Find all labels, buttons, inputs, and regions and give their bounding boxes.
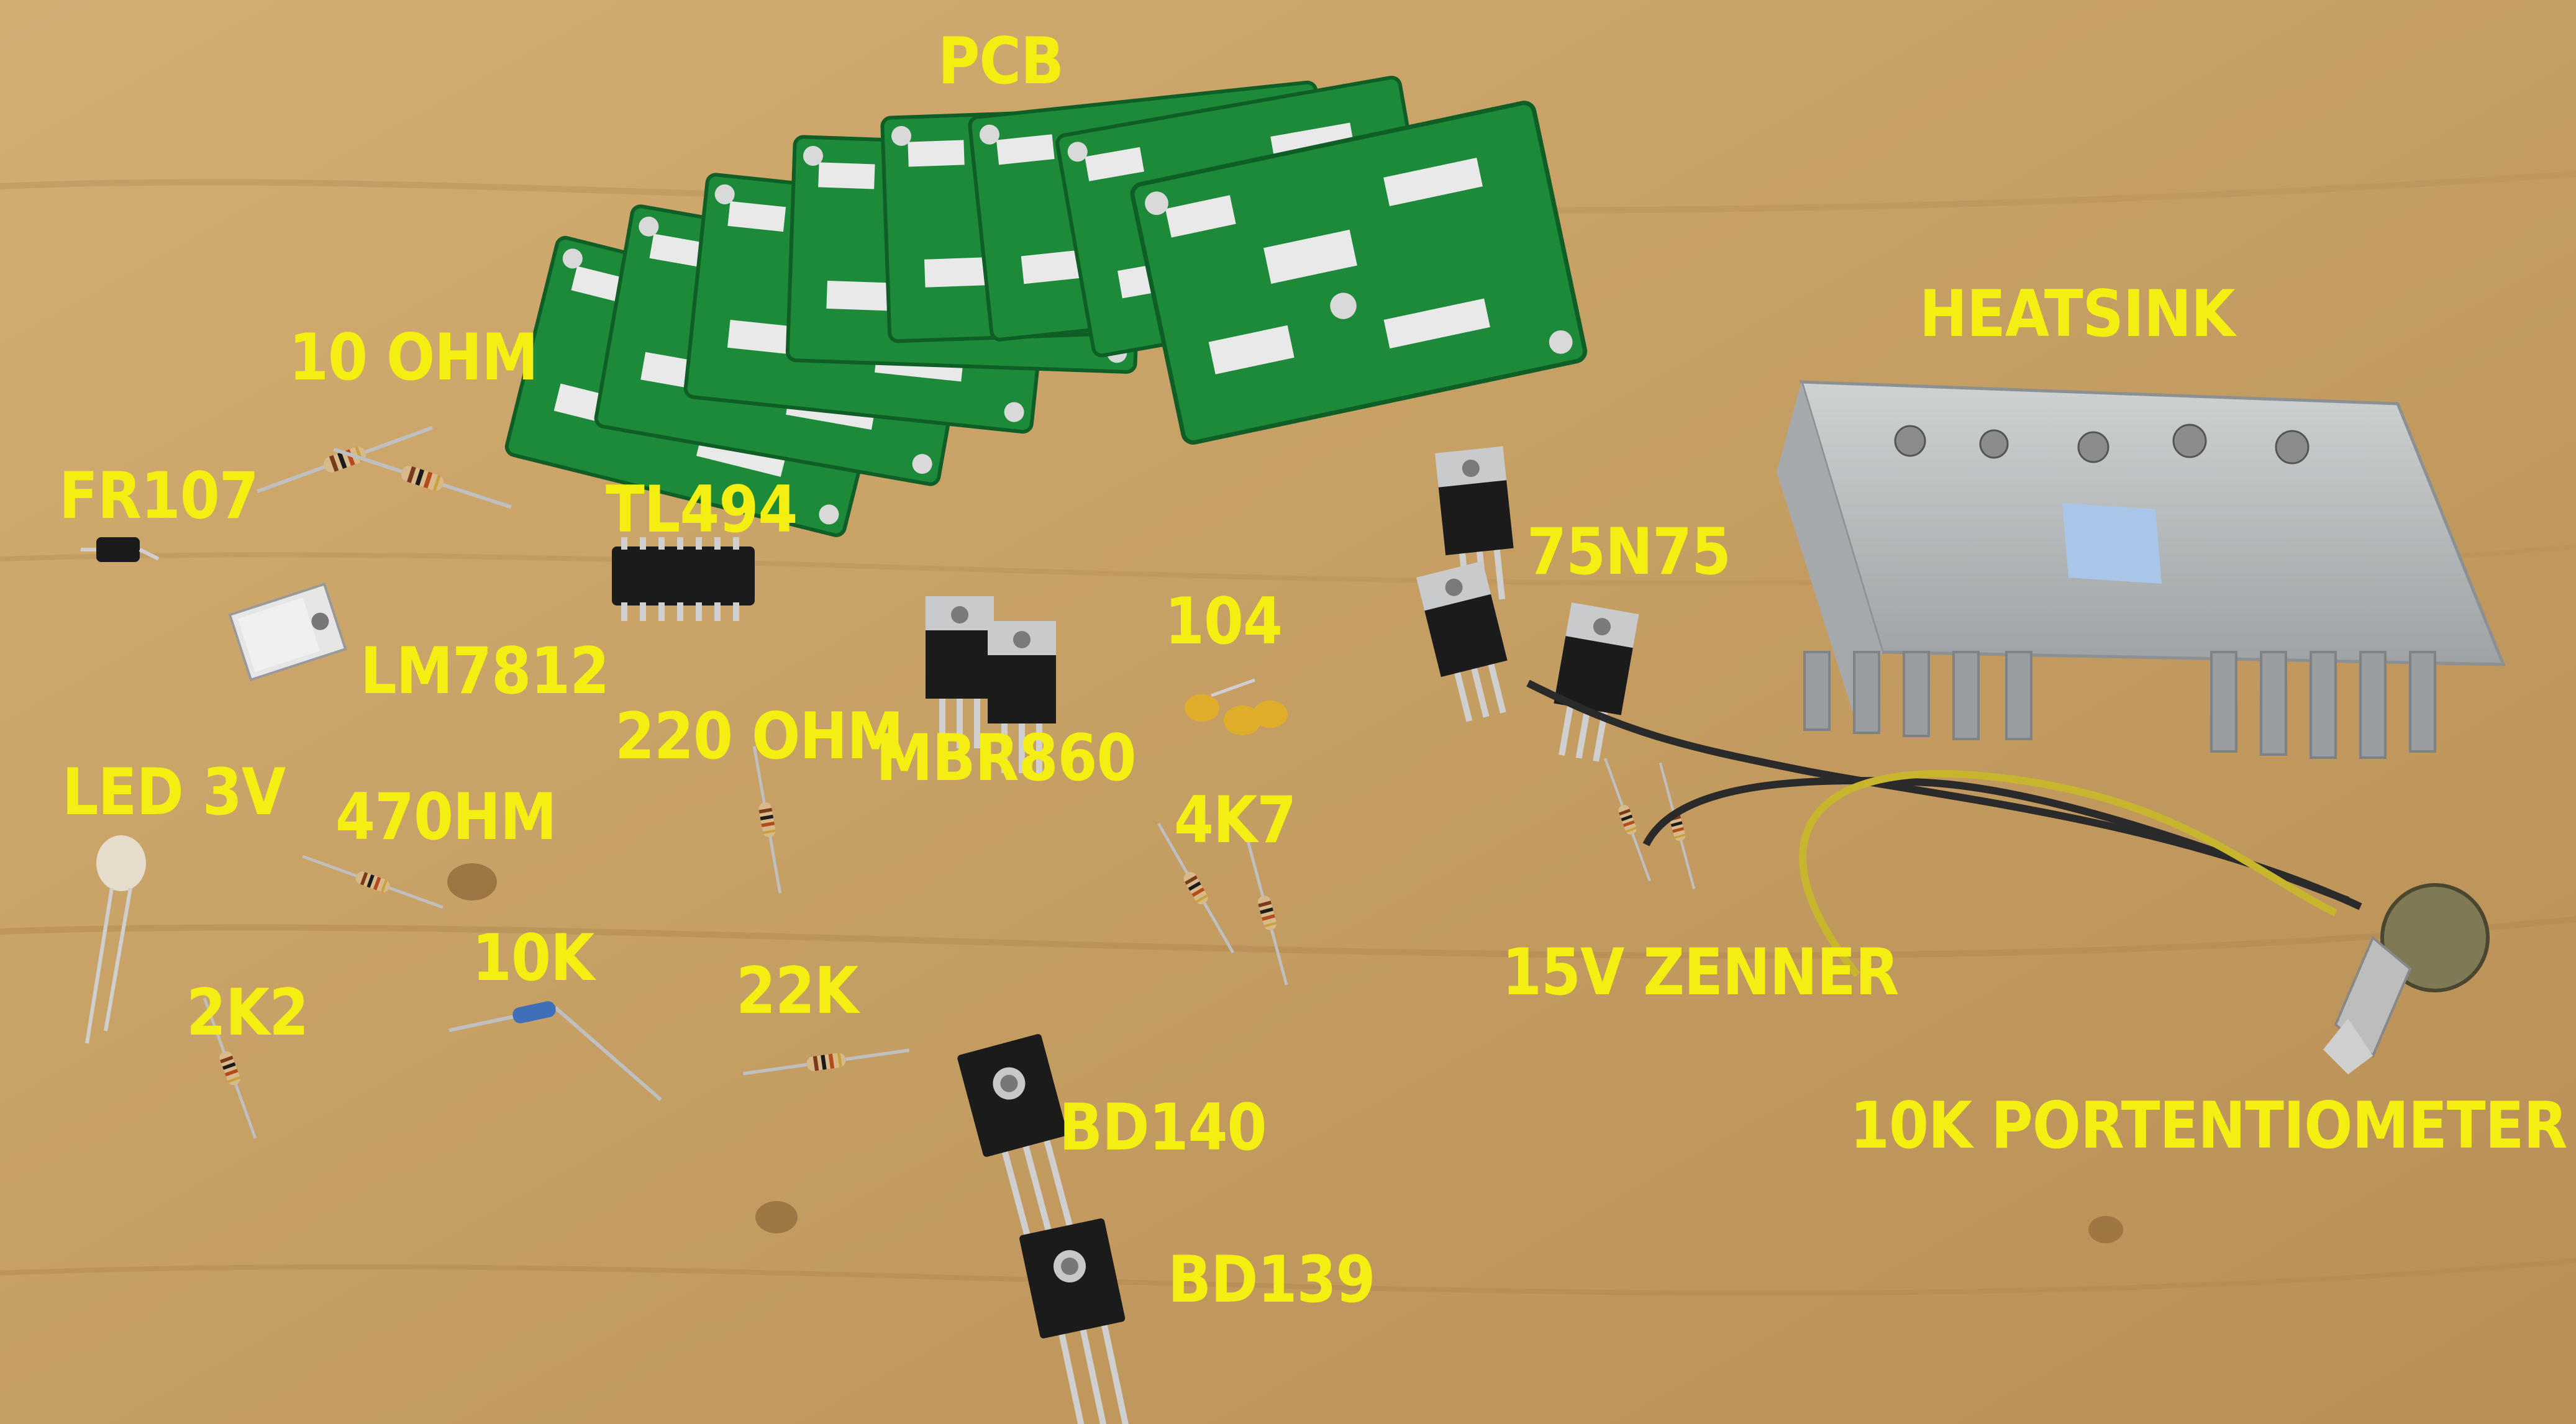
- label-bd139: BD139: [1168, 1243, 1376, 1317]
- label-4k7: 4K7: [1174, 783, 1296, 858]
- label-mbr860: MBR860: [876, 721, 1137, 796]
- label-104: 104: [1165, 584, 1283, 659]
- label-pcb: PCB: [938, 24, 1064, 99]
- label-10k: 10K: [472, 921, 594, 995]
- label-led-3v: LED 3V: [62, 755, 286, 830]
- label-tl494: TL494: [606, 473, 798, 547]
- label-bd140: BD140: [1059, 1091, 1267, 1165]
- label-22k: 22K: [736, 954, 858, 1028]
- label-75n75: 75N75: [1527, 515, 1731, 589]
- label-fr107: FR107: [59, 459, 259, 533]
- label-220-ohm: 220 OHM: [615, 699, 904, 774]
- label-heatsink: HEATSINK: [1919, 277, 2235, 351]
- label-15v-zenner: 15V ZENNER: [1502, 935, 1899, 1010]
- label-470hm: 470HM: [335, 780, 557, 855]
- label-10k-potentiometer: 10K PORTENTIOMETER: [1850, 1089, 2567, 1163]
- label-lm7812: LM7812: [360, 634, 609, 709]
- label-2k2: 2K2: [186, 976, 309, 1050]
- label-10-ohm: 10 OHM: [289, 320, 539, 395]
